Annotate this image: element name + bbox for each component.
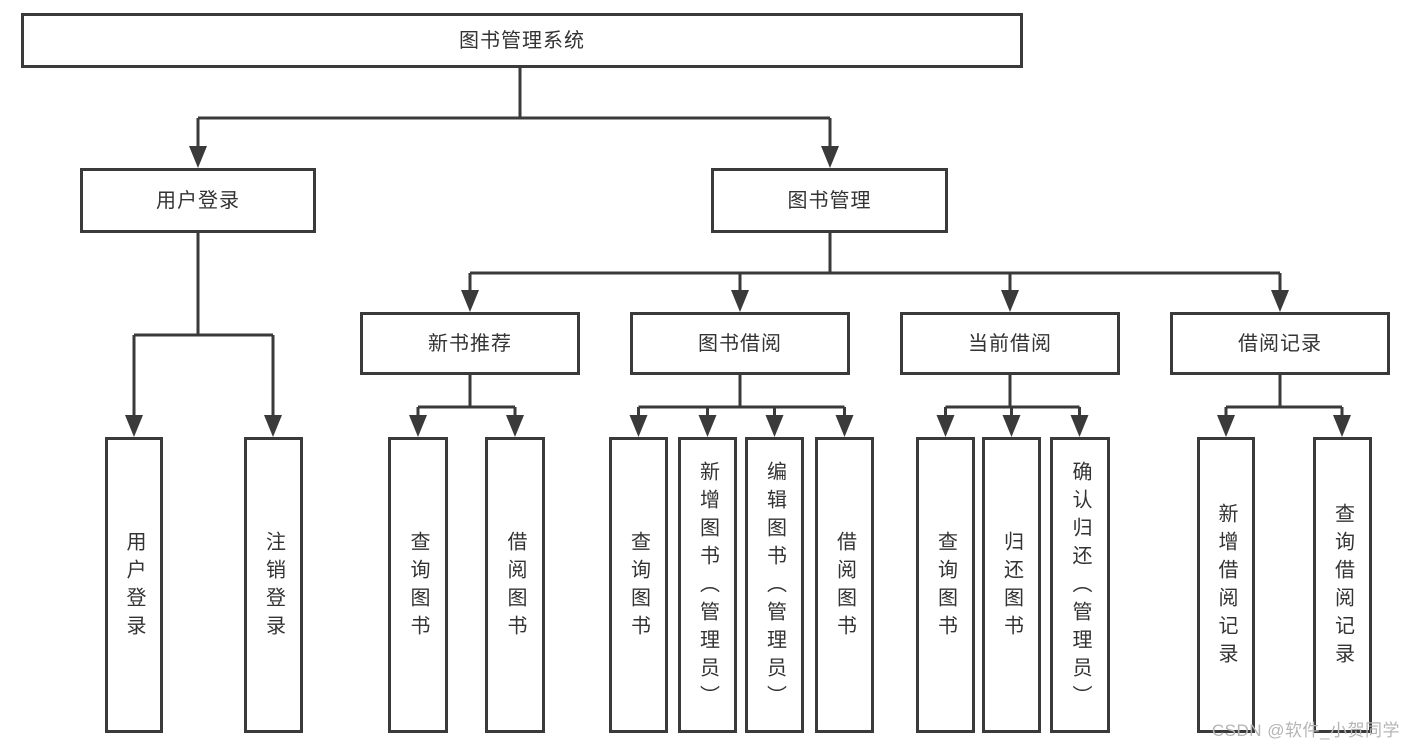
arrow-down-icon — [506, 415, 524, 437]
node-book-management: 图书管理 — [711, 168, 948, 233]
arrow-down-icon — [765, 415, 784, 437]
arrow-down-icon — [409, 415, 427, 437]
leaf-query-books: 查询图书 — [609, 437, 668, 733]
arrow-down-icons — [125, 146, 1351, 437]
arrow-down-icon — [731, 290, 749, 312]
arrow-down-icon — [1333, 415, 1351, 437]
arrow-down-icon — [125, 415, 143, 437]
arrow-down-icon — [461, 290, 479, 312]
leaf-confirm-return-admin: 确认归还（管理员） — [1050, 437, 1110, 733]
leaf-return-books: 归还图书 — [982, 437, 1041, 733]
arrow-down-icon — [936, 415, 955, 437]
leaf-user-login: 用户登录 — [105, 437, 163, 733]
node-user-login: 用户登录 — [80, 168, 316, 233]
node-new-book-recommendation: 新书推荐 — [360, 312, 580, 375]
leaf-edit-books-admin: 编辑图书（管理员） — [745, 437, 804, 733]
leaf-logout-login: 注销登录 — [244, 437, 303, 733]
connector-segments — [132, 68, 1344, 419]
node-library-management-system: 图书管理系统 — [21, 13, 1023, 68]
leaf-add-books-admin: 新增图书（管理员） — [678, 437, 737, 733]
leaf-query-books: 查询图书 — [916, 437, 975, 733]
leaf-query-books: 查询图书 — [388, 437, 448, 733]
arrow-down-icon — [629, 415, 648, 437]
node-borrowing-records: 借阅记录 — [1170, 312, 1390, 375]
arrow-down-icon — [821, 146, 839, 168]
leaf-add-borrow-record: 新增借阅记录 — [1197, 437, 1255, 733]
arrow-down-icon — [189, 146, 207, 168]
node-current-borrowing: 当前借阅 — [900, 312, 1120, 375]
arrow-down-icon — [1001, 290, 1019, 312]
arrow-down-icon — [1070, 415, 1089, 437]
arrow-down-icon — [835, 415, 854, 437]
leaf-query-borrow-record: 查询借阅记录 — [1313, 437, 1372, 733]
leaf-borrow-books: 借阅图书 — [485, 437, 545, 733]
arrow-down-icon — [1271, 290, 1289, 312]
node-book-borrowing: 图书借阅 — [630, 312, 850, 375]
leaf-borrow-books: 借阅图书 — [815, 437, 874, 733]
watermark: CSDN @软件_小贺同学 — [1211, 721, 1400, 740]
arrow-down-icon — [1002, 415, 1021, 437]
arrow-down-icon — [698, 415, 717, 437]
arrow-down-icon — [1217, 415, 1235, 437]
arrow-down-icon — [264, 415, 282, 437]
